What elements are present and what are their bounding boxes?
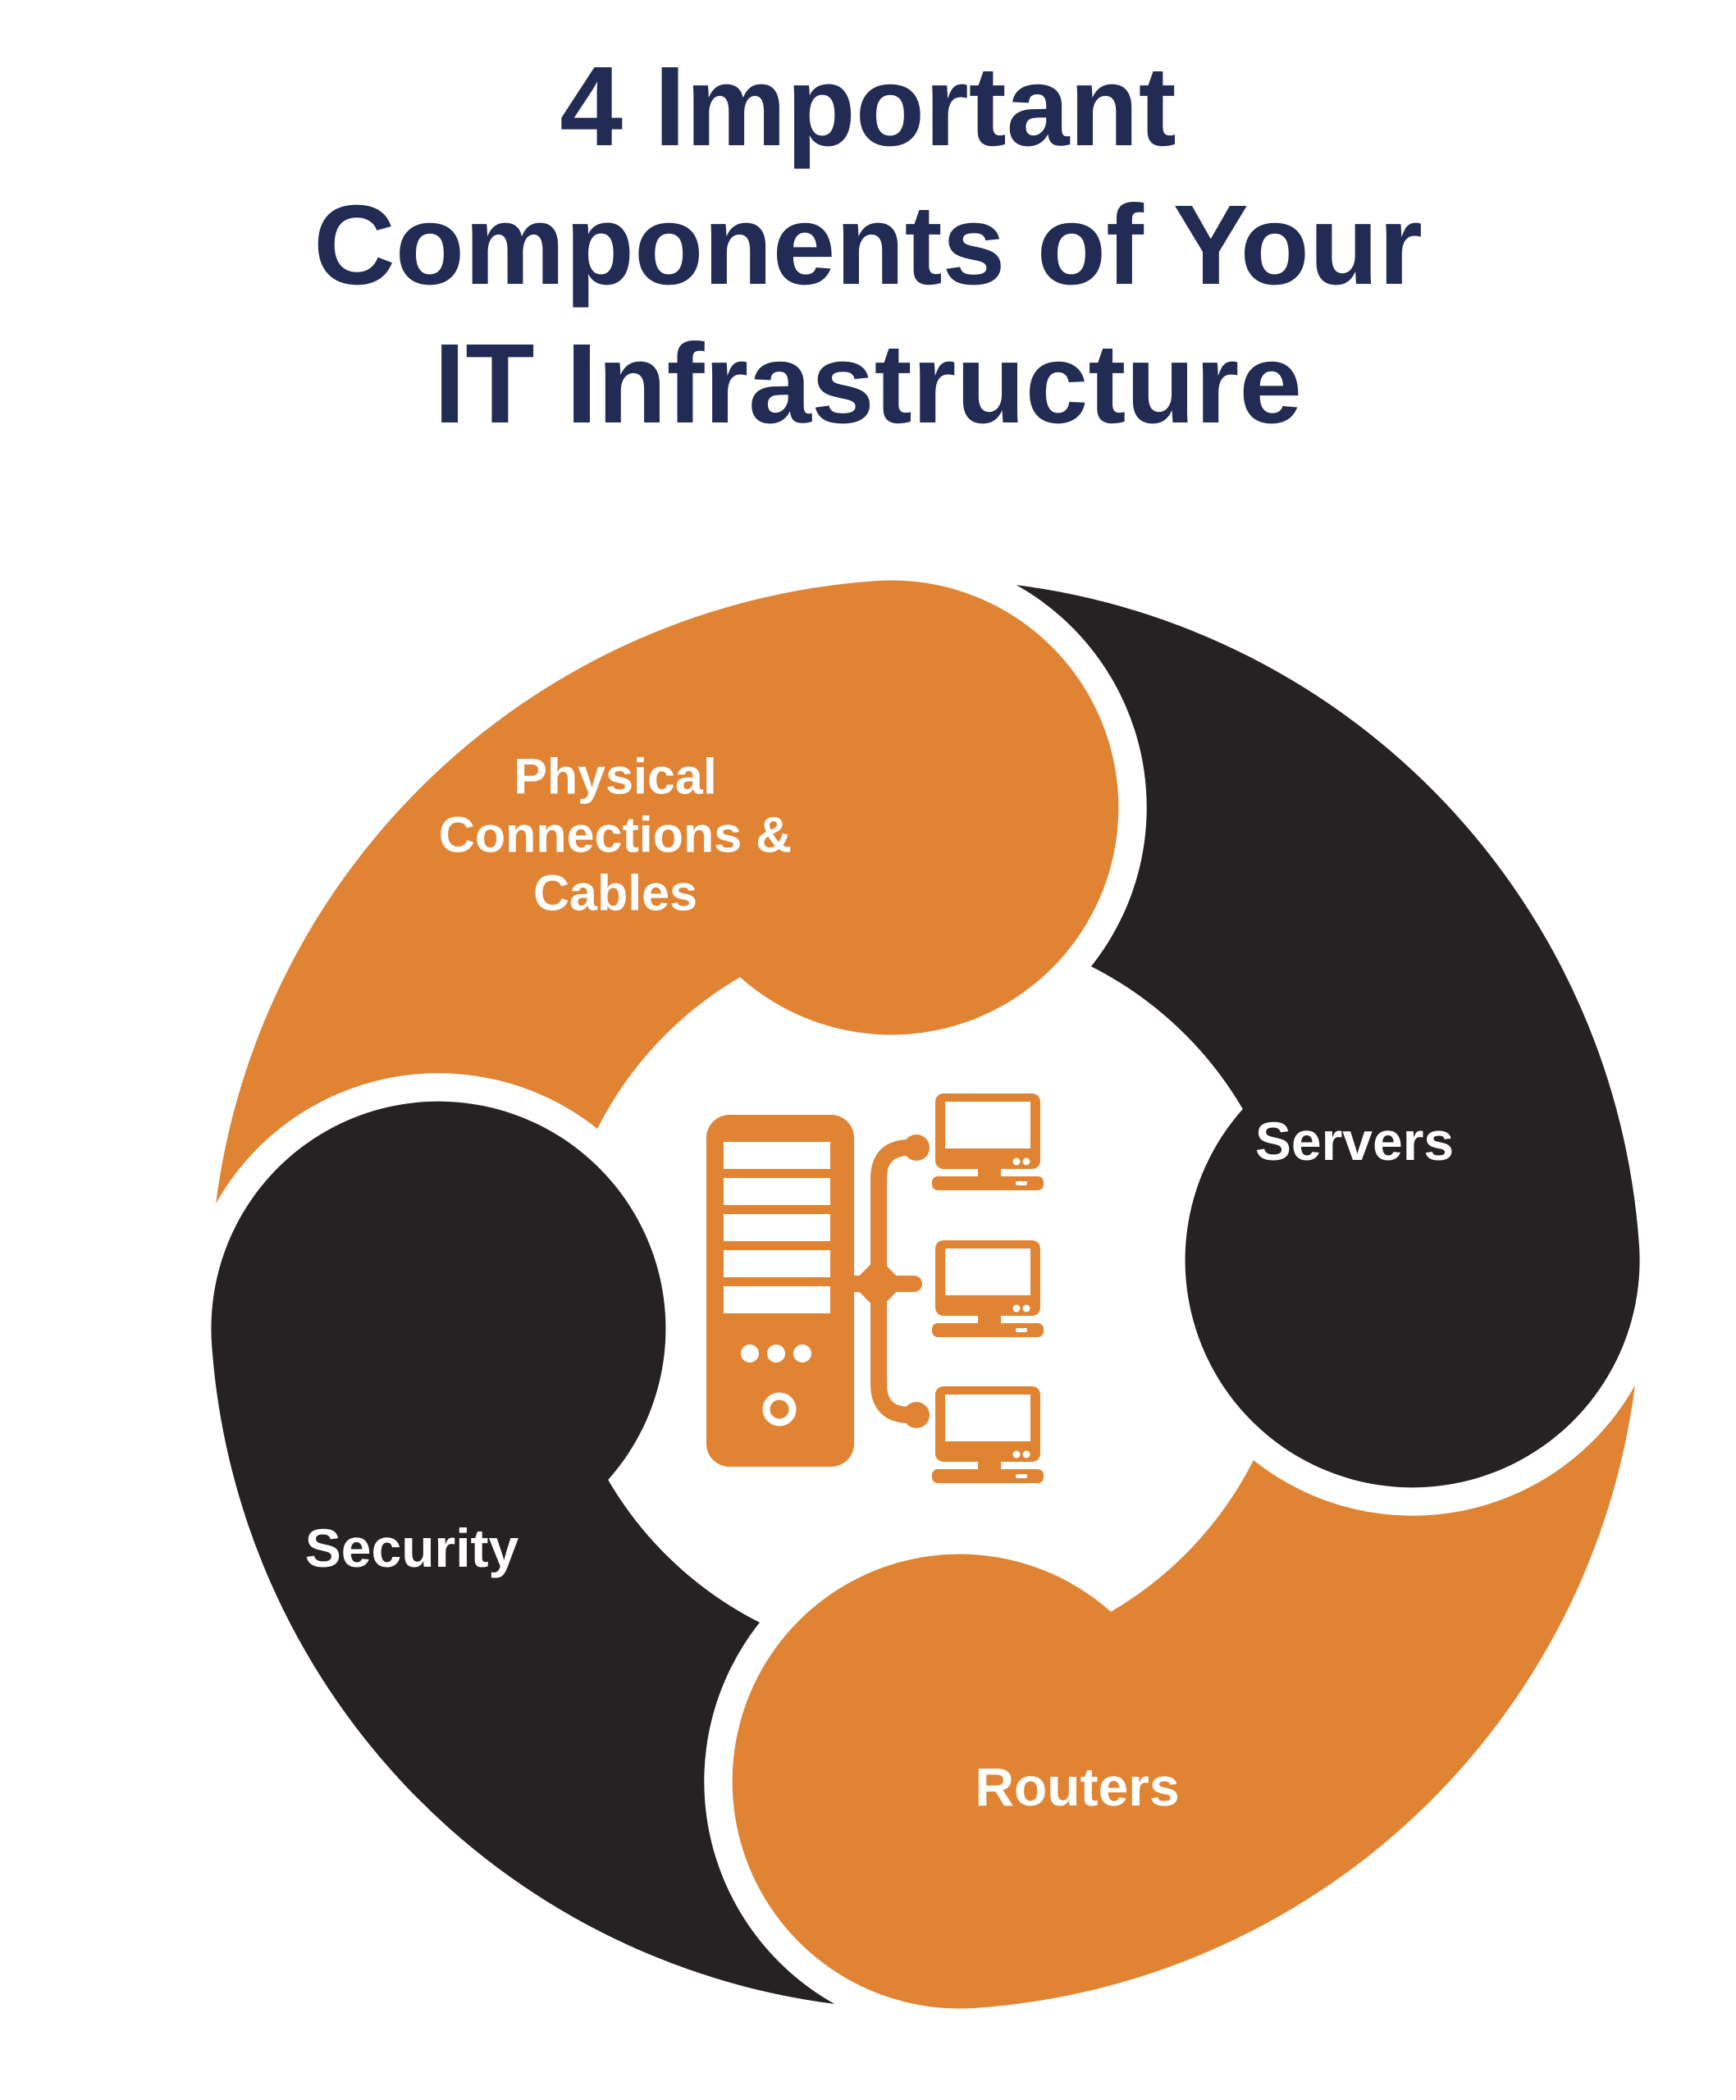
connector-bottom-dot — [903, 1402, 930, 1428]
segment-physical — [216, 580, 1119, 1204]
segment-servers — [1016, 585, 1640, 1488]
server-tower-details — [724, 1142, 830, 1427]
segment-security — [211, 1101, 835, 2004]
server-slot — [724, 1286, 830, 1313]
page-title-line-3: IT Infrastructure — [433, 321, 1303, 447]
network-connector-nodes — [853, 1134, 930, 1428]
server-slot — [724, 1250, 830, 1277]
monitor-icon — [932, 1093, 1044, 1190]
server-slot — [724, 1214, 830, 1241]
segment-label-routers: Routers — [975, 1756, 1180, 1817]
server-led — [767, 1344, 785, 1363]
server-slot — [724, 1178, 830, 1205]
client-monitors — [932, 1093, 1044, 1483]
page-title: 4 Important Components of Your IT Infras… — [0, 38, 1736, 454]
segment-label-physical: Physical Connections & Cables — [439, 748, 792, 923]
server-network-icon — [706, 1093, 1044, 1483]
segment-label-line: Cables — [532, 865, 698, 921]
segment-routers — [732, 1385, 1635, 2009]
connector-hub-diamond — [853, 1259, 902, 1308]
segment-label-line: Physical — [514, 748, 717, 805]
server-slot — [724, 1142, 830, 1169]
monitor-icon — [932, 1386, 1044, 1483]
segment-label-line: Connections & — [438, 806, 793, 863]
server-power-button — [762, 1392, 797, 1427]
server-led — [793, 1344, 811, 1363]
page-title-line-1: 4 Important — [560, 43, 1176, 170]
page-title-line-2: Components of Your — [313, 182, 1423, 308]
segment-label-security: Security — [304, 1518, 519, 1578]
segment-label-servers: Servers — [1254, 1111, 1455, 1171]
monitor-icon — [932, 1240, 1044, 1337]
connector-top-dot — [903, 1134, 930, 1161]
server-led — [741, 1344, 759, 1363]
